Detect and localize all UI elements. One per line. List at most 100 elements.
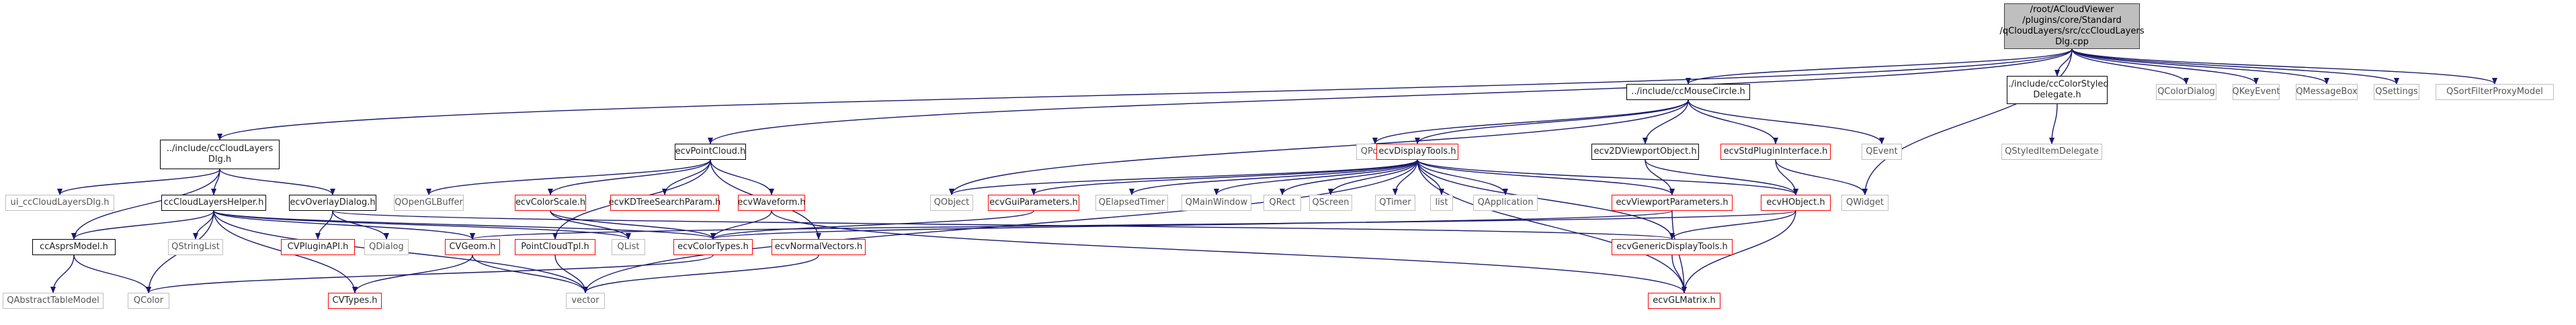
node-cccloudlayersdlg-h[interactable]: ../include/ccCloudLayers Dlg.h <box>160 140 280 169</box>
node-root[interactable]: /root/ACloudViewer /plugins/core/Standar… <box>2000 3 2145 49</box>
edge-ecvdisplaytools-to-qelapsedtimer <box>1129 159 1418 195</box>
node-qsettings: QSettings <box>2374 84 2419 100</box>
edge-ecvstdplugin-to-qwidget <box>1775 159 1868 195</box>
node-qmessagebox: QMessageBox <box>2296 84 2358 100</box>
node-qelapsedtimer: QElapsedTimer <box>1095 195 1168 211</box>
node-qtimer: QTimer <box>1375 195 1415 211</box>
node-qscreen: QScreen <box>1309 195 1352 211</box>
edge-root-to-qwidget <box>1862 48 2073 195</box>
edge-ecvpointcloud-h-to-ecvcolorscale <box>548 159 711 195</box>
edge-cccloudlayersdlg-h-to-ecvoverlaydialog <box>219 169 335 195</box>
node-ecvpointcloud-h[interactable]: ecvPointCloud.h <box>675 144 746 160</box>
node-ecvwaveform[interactable]: ecvWaveform.h <box>737 195 806 211</box>
edge-ecvdisplaytools-to-qscreen <box>1328 159 1418 195</box>
edge-cccloudlayersdlg-h-to-ccasprsmodel <box>71 169 220 240</box>
node-qcolordialog: QColorDialog <box>2156 84 2216 100</box>
edge-cccloudlayershelper-to-cvgeom <box>213 210 475 240</box>
node-ecvstdplugin[interactable]: ecvStdPluginInterface.h <box>1720 144 1831 160</box>
node-qkeyevent: QKeyEvent <box>2232 84 2280 100</box>
edge-ecvdisplaytools-to-ecvhobject <box>1417 159 1798 195</box>
edge-cvgeom-to-vector <box>472 254 588 293</box>
edge-ecvdisplaytools-to-qrect <box>1280 159 1418 195</box>
edge-root-to-qsettings <box>2071 48 2399 85</box>
edge-ecvpointcloud-h-to-qopenglbuffer <box>426 159 711 195</box>
node-qevent: QEvent <box>1862 144 1902 160</box>
edge-ecvwaveform-to-ecvcolortypes <box>710 210 772 240</box>
edge-ccmousecircle-h-to-ecv2dviewport <box>1643 99 1689 144</box>
node-ecvcolorscale[interactable]: ecvColorScale.h <box>515 195 586 211</box>
edge-root-to-qcolordialog <box>2071 48 2189 85</box>
node-ecvviewportparams[interactable]: ecvViewportParameters.h <box>1612 195 1733 211</box>
edge-ecvcolortypes-to-qcolor <box>146 254 714 293</box>
edge-ecvoverlaydialog-to-ecvgenericdisplaytools <box>332 210 1675 240</box>
edge-cvgeom-to-cvtypes <box>352 254 473 293</box>
edge-ecvoverlaydialog-to-cvpluginapi <box>315 210 333 240</box>
node-ecvhobject[interactable]: ecvHObject.h <box>1761 195 1831 211</box>
edge-ecvhobject-to-ecvgenericdisplaytools <box>1669 210 1796 240</box>
edge-root-to-cccloudlayersdlg-h <box>217 48 2073 140</box>
edge-ecvwaveform-to-ecvglmatrix <box>771 210 1687 293</box>
edge-cccloudlayershelper-to-ccasprsmodel <box>71 210 214 240</box>
node-ecvcolortypes[interactable]: ecvColorTypes.h <box>673 239 753 255</box>
node-ecvdisplaytools[interactable]: ecvDisplayTools.h <box>1376 144 1458 160</box>
edge-cccloudlayershelper-to-ecvcolortypes <box>213 210 716 240</box>
edge-ecvviewportparams-to-ecvcolortypes <box>710 210 1673 240</box>
node-ui-cccloudlayersdlg: ui_ccCloudLayersDlg.h <box>5 195 114 211</box>
edge-ecvdisplaytools-to-qobject <box>949 159 1418 195</box>
node-ecvgenericdisplaytools[interactable]: ecvGenericDisplayTools.h <box>1612 239 1733 255</box>
edge-root-to-ccmousecircle-h <box>1686 48 2073 85</box>
node-vector: vector <box>566 293 605 309</box>
node-list: list <box>1430 195 1453 211</box>
node-pointcloudtpl[interactable]: PointCloudTpl.h <box>515 239 595 255</box>
node-ccasprsmodel[interactable]: ccAsprsModel.h <box>32 239 116 255</box>
node-ecvguiparameters[interactable]: ecvGuiParameters.h <box>988 195 1079 211</box>
edge-ecvhobject-to-ecvglmatrix <box>1681 210 1796 293</box>
edge-ccmousecircle-h-to-qobject <box>949 99 1689 195</box>
edge-cccolorstyled-h-to-qstyleditemdelegate <box>2049 103 2058 144</box>
node-ecvoverlaydialog[interactable]: ecvOverlayDialog.h <box>289 195 376 211</box>
edge-ecvdisplaytools-to-ecvviewportparams <box>1417 159 1675 195</box>
edge-root-to-ecvpointcloud-h <box>708 48 2073 144</box>
edge-ecvdisplaytools-to-qmainwindow <box>1214 159 1418 195</box>
node-qmainwindow: QMainWindow <box>1181 195 1251 211</box>
edge-ecvstdplugin-to-ecvhobject <box>1775 159 1798 195</box>
edge-ecvpointcloud-h-to-ecvwaveform <box>710 159 774 195</box>
edge-ecvoverlaydialog-to-qdialog <box>332 210 389 240</box>
edge-ecvdisplaytools-to-ecvgenericdisplaytools <box>1417 159 1675 240</box>
node-qapplication: QApplication <box>1473 195 1538 211</box>
node-ecv2dviewport[interactable]: ecv2DViewportObject.h <box>1591 144 1699 160</box>
edge-ecvdisplaytools-to-ecvguiparameters <box>1031 159 1418 195</box>
edge-ccasprsmodel-to-qcolor <box>73 254 151 293</box>
node-cvpluginapi[interactable]: CVPluginAPI.h <box>281 239 355 255</box>
node-cccloudlayershelper[interactable]: ccCloudLayersHelper.h <box>161 195 266 211</box>
edge-ccmousecircle-h-to-ecvstdplugin <box>1688 99 1778 144</box>
node-ecvkdtree[interactable]: ecvKDTreeSearchParam.h <box>609 195 720 211</box>
edge-ccmousecircle-h-to-qpoint <box>1372 99 1689 144</box>
node-ecvglmatrix[interactable]: ecvGLMatrix.h <box>1648 293 1720 309</box>
edge-ecvcolorscale-to-ecvcolortypes <box>550 210 716 240</box>
edge-ecvdisplaytools-to-qapplication <box>1417 159 1508 195</box>
node-qcolor: QColor <box>128 293 169 309</box>
node-cccolorstyled-h[interactable]: ../include/ccColorStyled Delegate.h <box>2005 76 2109 104</box>
node-ccmousecircle-h[interactable]: ../include/ccMouseCircle.h <box>1626 84 1750 100</box>
node-cvtypes[interactable]: CVTypes.h <box>328 293 382 309</box>
node-qstyleditemdelegate: QStyledItemDelegate <box>2001 144 2102 160</box>
edge-cccloudlayersdlg-h-to-ui-cccloudlayersdlg <box>57 169 220 195</box>
edge-ecv2dviewport-to-ecvhobject <box>1645 159 1798 195</box>
edge-ecvdisplaytools-to-qtimer <box>1393 159 1418 195</box>
edge-ecvdisplaytools-to-ecvglmatrix <box>1417 159 1687 293</box>
edge-cccloudlayershelper-to-qlist <box>213 210 631 240</box>
node-qwidget: QWidget <box>1841 195 1888 211</box>
edge-ecvnormalvectors-to-vector <box>583 254 819 293</box>
node-qsortfilter: QSortFilterProxyModel <box>2436 84 2554 100</box>
edge-ecvguiparameters-to-ecvcolortypes <box>710 210 1034 240</box>
node-qopenglbuffer: QOpenGLBuffer <box>394 195 464 211</box>
edge-ccmousecircle-h-to-ecvdisplaytools <box>1415 99 1689 144</box>
edge-ecvhobject-to-cvgeom <box>470 210 1796 240</box>
edge-ecvpointcloud-h-to-ecvkdtree <box>662 159 711 195</box>
node-cvgeom[interactable]: CVGeom.h <box>445 239 500 255</box>
edge-ccmousecircle-h-to-qevent <box>1688 99 1884 144</box>
node-ecvnormalvectors[interactable]: ecvNormalVectors.h <box>772 239 866 255</box>
node-qstringlist: QStringList <box>168 239 223 255</box>
